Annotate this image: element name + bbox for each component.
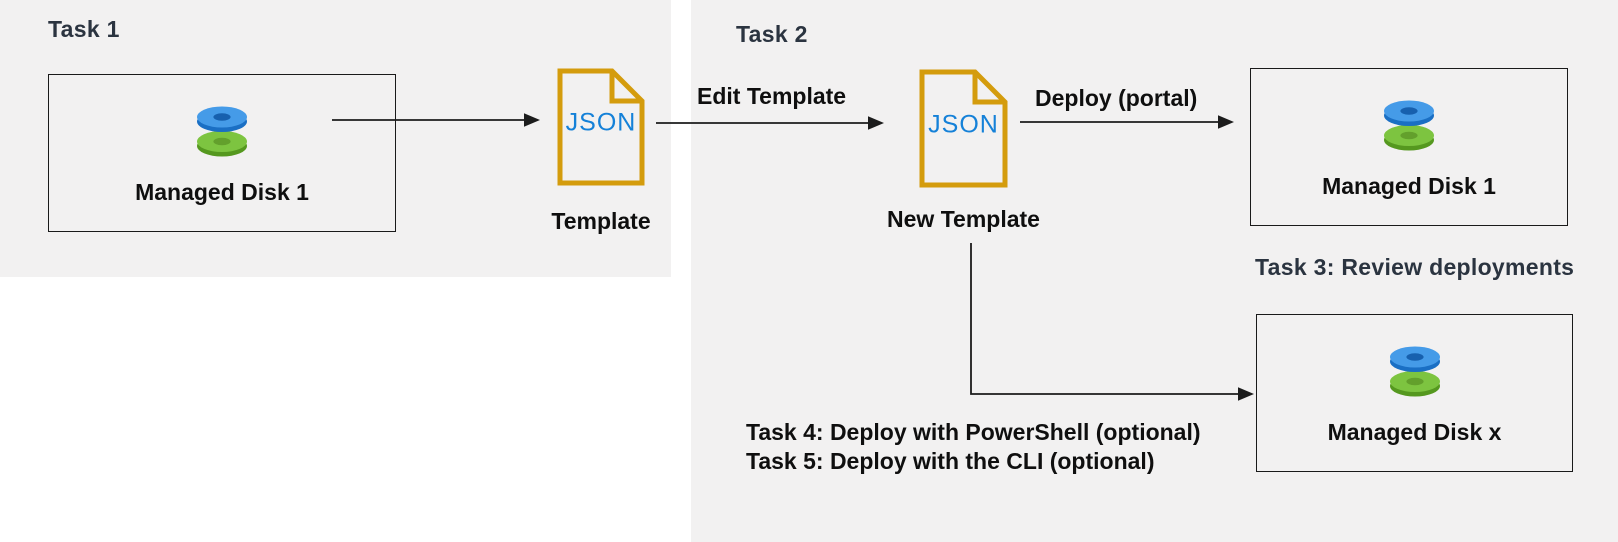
managed-disk-icon [195,101,249,166]
task5-caption: Task 5: Deploy with the CLI (optional) [746,448,1155,474]
disk-box-label: Managed Disk 1 [1322,172,1496,199]
task1-title: Task 1 [48,16,120,42]
disk-box-label: Managed Disk x [1327,418,1502,445]
json-file-text: JSON [928,110,999,139]
new-template-caption: New Template [887,206,1040,232]
new-template-json-icon: JSON [919,69,1008,188]
managed-disk-1-source-box: Managed Disk 1 [48,74,396,232]
task2-title: Task 2 [736,21,808,47]
disk-box-label: Managed Disk 1 [135,178,309,205]
managed-disk-x-box: Managed Disk x [1256,314,1573,472]
template-caption: Template [551,208,651,234]
json-file-text: JSON [565,108,637,137]
task4-task5-captions: Task 4: Deploy with PowerShell (optional… [746,418,1201,476]
managed-disk-icon [1388,341,1442,406]
managed-disk-icon [1382,95,1436,160]
deploy-portal-label: Deploy (portal) [1035,85,1198,111]
task3-caption: Task 3: Review deployments [1255,254,1575,280]
managed-disk-1-deployed-box: Managed Disk 1 [1250,68,1568,226]
edit-template-label: Edit Template [697,83,847,109]
task4-caption: Task 4: Deploy with PowerShell (optional… [746,419,1201,445]
json-template-icon: JSON [557,68,645,186]
